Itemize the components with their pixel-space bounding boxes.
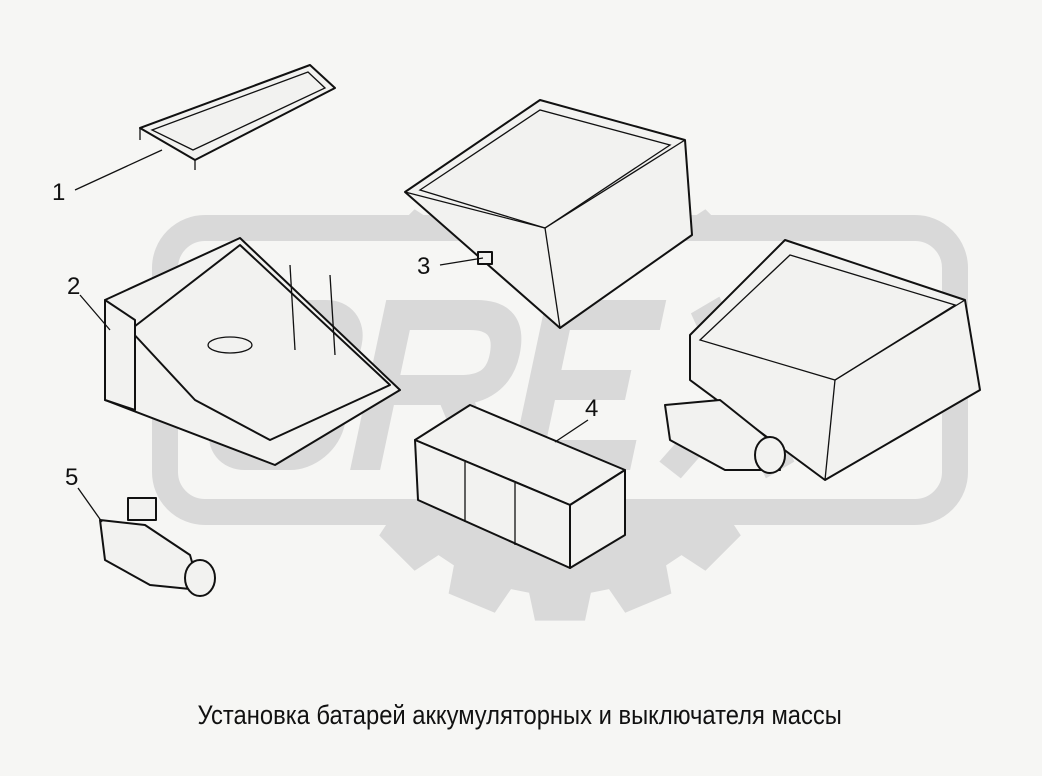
part-5-mass-switch <box>99 497 216 597</box>
figure-caption: Установка батарей аккумуляторных и выклю… <box>197 700 842 730</box>
callout-1: 1 <box>52 179 66 206</box>
callout-4: 4 <box>585 395 599 422</box>
callout-2: 2 <box>67 273 81 300</box>
leader-lines <box>74 149 589 523</box>
part-4-battery <box>414 404 626 569</box>
callout-3: 3 <box>417 253 431 280</box>
assembled-battery-box <box>664 239 981 481</box>
part-1-frame <box>139 64 336 170</box>
part-2-tray <box>104 237 401 466</box>
part-3-lid <box>404 99 693 329</box>
callout-5: 5 <box>65 464 79 491</box>
